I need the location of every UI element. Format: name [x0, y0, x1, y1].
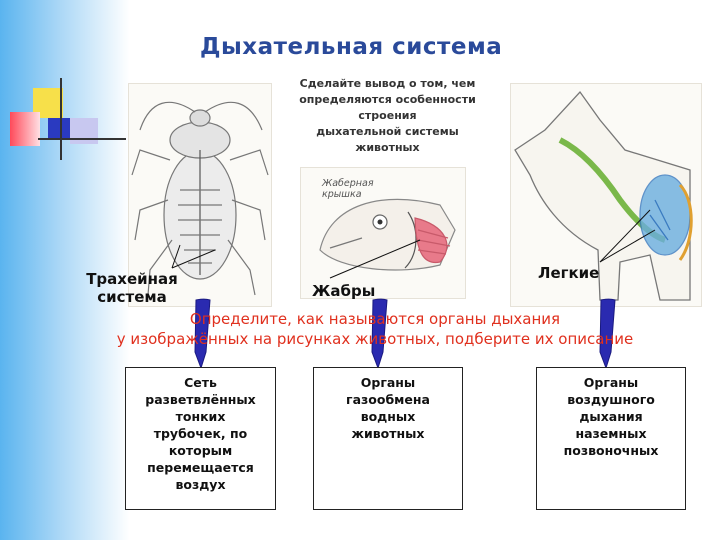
cockroach-illustration — [132, 102, 268, 295]
box2-line: газообмена — [314, 391, 462, 408]
box2-line: водных — [314, 408, 462, 425]
trachea-label-line2: система — [78, 288, 186, 306]
box1-line: разветвлённых — [126, 391, 275, 408]
box1-line: тонких — [126, 408, 275, 425]
gill-cover-caption-line1: Жаберная — [322, 178, 374, 189]
box2-line: животных — [314, 425, 462, 442]
prompt-line3: строения — [270, 108, 505, 124]
trachea-label: Трахейная система — [78, 270, 186, 306]
instruction-line2: у изображённых на рисунках животных, под… — [75, 329, 675, 349]
prompt-line5: животных — [270, 140, 505, 156]
gill-cover-caption-line2: крышка — [322, 189, 374, 200]
gills-label: Жабры — [312, 282, 375, 300]
prompt-line2: определяются особенности — [270, 92, 505, 108]
description-box-2[interactable]: Органы газообмена водных животных — [313, 367, 463, 510]
description-box-3[interactable]: Органы воздушного дыхания наземных позво… — [536, 367, 686, 510]
box3-line: воздушного — [537, 391, 685, 408]
box3-line: дыхания — [537, 408, 685, 425]
box1-line: трубочек, по — [126, 425, 275, 442]
instruction-line1: Определите, как называются органы дыхани… — [75, 309, 675, 329]
trachea-label-line1: Трахейная — [78, 270, 186, 288]
box1-line: перемещается — [126, 459, 275, 476]
box1-line: воздух — [126, 476, 275, 493]
prompt-line1: Сделайте вывод о том, чем — [270, 76, 505, 92]
prompt-line4: дыхательной системы — [270, 124, 505, 140]
box3-line: Органы — [537, 374, 685, 391]
gill-cover-caption: Жаберная крышка — [322, 178, 374, 200]
lungs-label: Легкие — [538, 264, 599, 282]
box3-line: позвоночных — [537, 442, 685, 459]
box3-line: наземных — [537, 425, 685, 442]
box1-line: Сеть — [126, 374, 275, 391]
fish-illustration — [320, 199, 455, 270]
box1-line: которым — [126, 442, 275, 459]
conclusion-prompt: Сделайте вывод о том, чем определяются о… — [270, 76, 505, 156]
description-box-1[interactable]: Сеть разветвлённых тонких трубочек, по к… — [125, 367, 276, 510]
box2-line: Органы — [314, 374, 462, 391]
instruction-text: Определите, как называются органы дыхани… — [75, 309, 675, 349]
